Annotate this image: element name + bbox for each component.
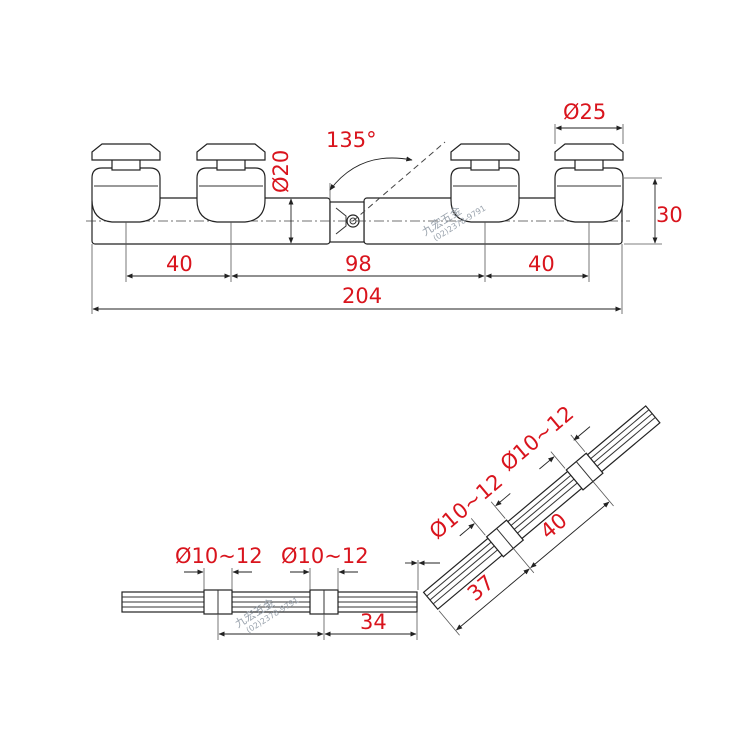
bottom-right-view — [422, 405, 661, 636]
body-diameter-label: Ø20 — [269, 150, 293, 193]
center-spacing-label: 98 — [345, 252, 372, 276]
cap-diameter-label: Ø25 — [563, 100, 606, 124]
hole-2-diameter-label: Ø10~12 — [281, 544, 369, 568]
total-length-label: 204 — [342, 284, 382, 308]
left-spacing-label: 40 — [166, 252, 193, 276]
right-spacing-label: 40 — [528, 252, 555, 276]
end-length-label: 34 — [360, 610, 387, 634]
top-view: 135° Ø20 Ø25 30 40 98 40 204 九宏五金 — [86, 100, 683, 314]
bottom-left-view: Ø10~12 Ø10~12 34 九宏五金 (02)2378-9791 — [121, 544, 418, 640]
clamp-post-1 — [91, 143, 161, 223]
clamp-post-4 — [554, 143, 624, 223]
clamp-post-3 — [450, 143, 520, 223]
angle-arc — [329, 156, 413, 191]
angle-label: 135° — [326, 128, 377, 152]
angled-hole-2-diameter-label: Ø10~12 — [496, 401, 579, 476]
hole-1-diameter-label: Ø10~12 — [175, 544, 263, 568]
height-label: 30 — [656, 203, 683, 227]
clamp-post-2 — [196, 143, 266, 223]
